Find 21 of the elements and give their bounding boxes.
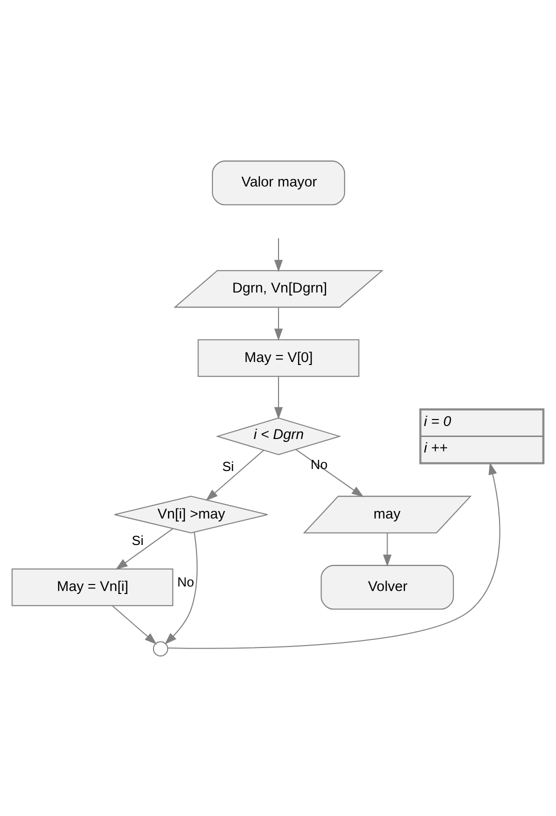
arrow [115, 528, 174, 570]
node-diamond: Vn[i] >may [114, 495, 268, 533]
node-box: May = V[0] [198, 338, 360, 376]
arrow [112, 604, 157, 644]
node-box: Valor mayor [212, 160, 346, 205]
node-box: May = Vn[i] [12, 568, 174, 606]
arrow [274, 307, 283, 340]
arrow [274, 376, 283, 419]
edge-label: No [177, 574, 194, 590]
node-box: Volver [320, 564, 454, 610]
arrow [274, 238, 283, 272]
node-diamond: i < Dgrn [216, 416, 342, 455]
arrow [383, 532, 392, 566]
arrow [206, 449, 264, 500]
edge-label: No [310, 456, 328, 472]
arrow [296, 448, 364, 497]
node-circle [152, 640, 168, 656]
arrow [168, 462, 500, 648]
edge-label: Si [132, 532, 144, 548]
edge-label: Si [222, 458, 234, 474]
arrow [164, 532, 198, 644]
